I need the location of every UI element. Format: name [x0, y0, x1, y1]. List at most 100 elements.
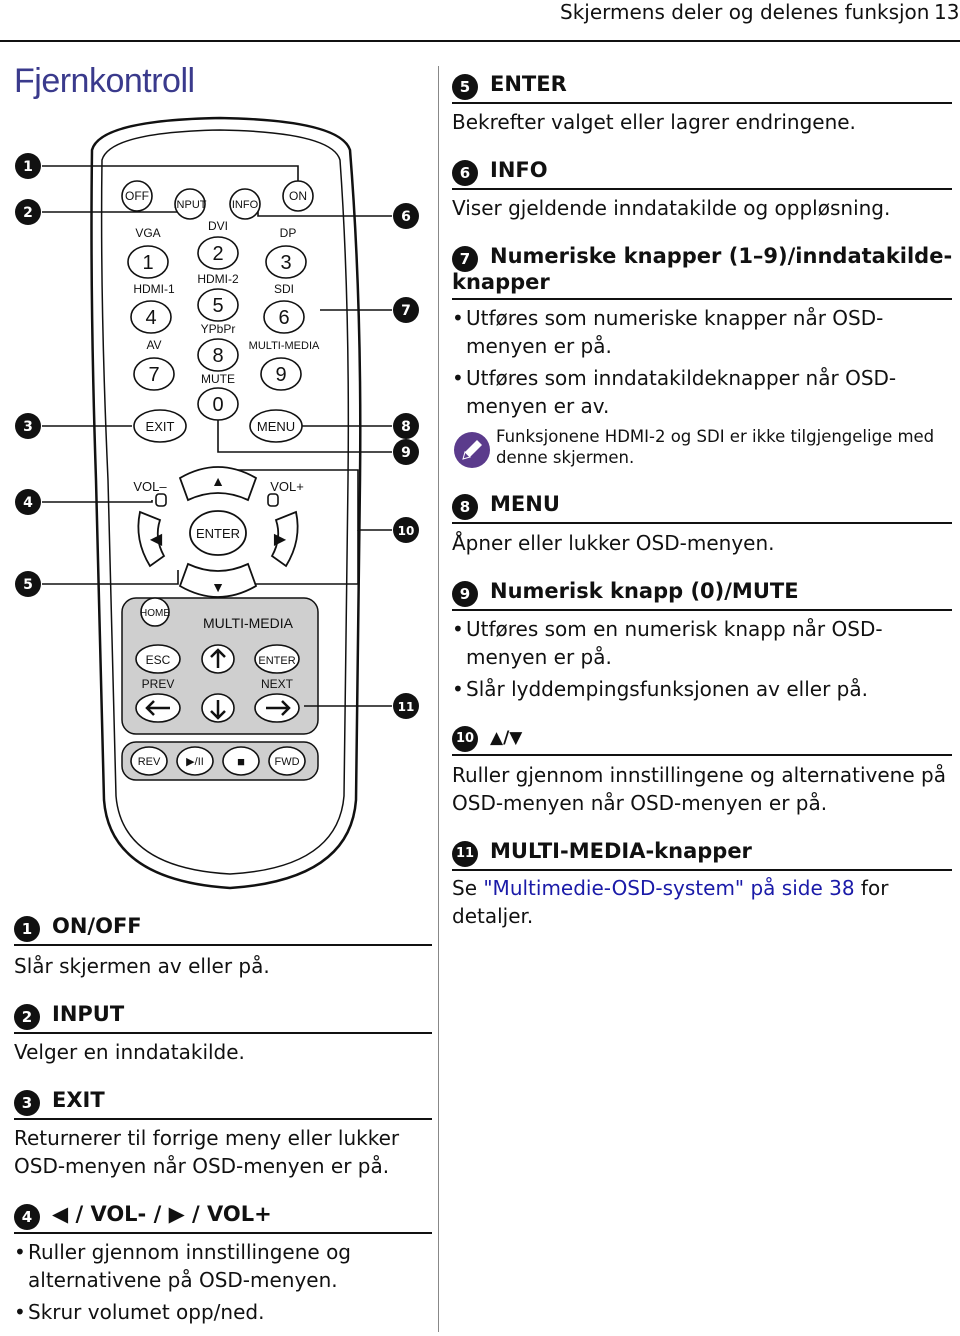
- chapter-title: Skjermens deler og delenes funksjon: [560, 0, 930, 24]
- svg-text:8: 8: [401, 419, 411, 435]
- btn-8: 8: [212, 345, 223, 367]
- item-4-bullet-1: Ruller gjennom innstillingene og: [14, 1238, 351, 1266]
- item-1-heading: 1 ON/OFF: [14, 914, 432, 946]
- btn-down-arrow: ▼: [211, 579, 225, 595]
- item-title: EXIT: [52, 1088, 105, 1112]
- item-title-line2: knapper: [452, 270, 550, 294]
- item-badge: 3: [14, 1090, 40, 1116]
- lbl-av: AV: [146, 338, 161, 352]
- btn-play-pause: ▶/II: [186, 756, 204, 768]
- item-9-bullet-2: Slår lyddempingsfunksjonen av eller på.: [452, 675, 868, 703]
- svg-text:5: 5: [23, 577, 33, 593]
- note-line-1: Funksjonene HDMI-2 og SDI er ikke tilgje…: [496, 427, 935, 446]
- item-badge: 1: [14, 916, 40, 942]
- item-9-bullet-1: Utføres som en numerisk knapp når OSD-: [452, 615, 883, 643]
- item-title: ◀ / VOL- / ▶ / VOL+: [52, 1202, 272, 1226]
- lbl-mute: MUTE: [201, 372, 235, 386]
- multimedia-osd-link[interactable]: "Multimedie-OSD-system" på side 38: [483, 876, 855, 900]
- item-4-bullet-2: Skrur volumet opp/ned.: [14, 1298, 264, 1326]
- btn-rev: REV: [138, 756, 161, 768]
- item-badge: 10: [452, 726, 478, 752]
- item-badge: 6: [452, 160, 478, 186]
- item-title-line1: Numeriske knapper (1–9)/inndatakilde-: [490, 244, 953, 268]
- lbl-multimedia-src: MULTI-MEDIA: [249, 340, 320, 352]
- item-4-heading: 4 ◀ / VOL- / ▶ / VOL+: [14, 1202, 432, 1234]
- lbl-sdi: SDI: [274, 282, 294, 296]
- callout-7: 7: [393, 297, 419, 323]
- svg-text:4: 4: [23, 495, 33, 511]
- callout-8: 8: [393, 413, 419, 439]
- item-3-heading: 3 EXIT: [14, 1088, 432, 1120]
- lbl-dp: DP: [280, 226, 297, 240]
- item-11-text-line2: detaljer.: [452, 904, 534, 928]
- btn-info: INFO: [232, 199, 259, 211]
- btn-left-arrow: ◀: [150, 531, 163, 548]
- item-8-heading: 8 MENU: [452, 492, 952, 524]
- item-3-text-line1: Returnerer til forrige meny eller lukker: [14, 1126, 400, 1150]
- page-number: 13: [934, 0, 960, 24]
- item-title: ENTER: [490, 72, 567, 96]
- btn-enter-mm: ENTER: [258, 655, 295, 667]
- svg-text:3: 3: [23, 419, 33, 435]
- btn-2: 2: [212, 243, 223, 265]
- lbl-prev: PREV: [142, 677, 175, 691]
- svg-text:2: 2: [23, 205, 33, 221]
- item-7-bullet-1-cont: menyen er på.: [466, 334, 612, 358]
- item-11-text-line1: Se "Multimedie-OSD-system" på side 38 fo…: [452, 874, 888, 902]
- btn-exit: EXIT: [146, 419, 175, 434]
- btn-5: 5: [212, 295, 223, 317]
- page-header: Skjermens deler og delenes funksjon 13: [0, 0, 960, 42]
- callout-3: 3: [15, 413, 41, 439]
- item-5-text: Bekrefter valget eller lagrer endringene…: [452, 110, 856, 134]
- lbl-hdmi1: HDMI-1: [133, 282, 175, 296]
- item-title: ON/OFF: [52, 914, 142, 938]
- item-9-bullet-1-cont: menyen er på.: [466, 645, 612, 669]
- item-2-heading: 2 INPUT: [14, 1002, 432, 1034]
- btn-on: ON: [289, 189, 307, 203]
- callout-11: 11: [393, 693, 419, 719]
- callout-5: 5: [15, 571, 41, 597]
- btn-7: 7: [148, 364, 159, 386]
- btn-1: 1: [142, 252, 153, 274]
- item-title: ▲/▼: [490, 728, 523, 748]
- note-line-2: denne skjermen.: [496, 448, 635, 467]
- header-rule: [0, 40, 960, 42]
- btn-right-arrow: ▶: [274, 531, 287, 548]
- arrow-up-icon: [210, 648, 226, 668]
- item-11-suffix: for: [854, 876, 889, 900]
- item-2-text: Velger en inndatakilde.: [14, 1040, 245, 1064]
- btn-fwd: FWD: [274, 756, 299, 768]
- item-title: MULTI-MEDIA-knapper: [490, 839, 752, 863]
- btn-9: 9: [275, 364, 286, 386]
- callout-2: 2: [15, 199, 41, 225]
- btn-home: HOME: [140, 608, 170, 619]
- callout-6: 6: [393, 203, 419, 229]
- item-badge: 7: [452, 246, 478, 272]
- lbl-hdmi2: HDMI-2: [197, 272, 239, 286]
- arrow-right-icon: [266, 700, 291, 716]
- lbl-ypbpr: YPbPr: [201, 322, 236, 336]
- item-1-text: Slår skjermen av eller på.: [14, 954, 270, 978]
- btn-enter: ENTER: [196, 526, 240, 541]
- item-badge: 2: [14, 1004, 40, 1030]
- lbl-vga: VGA: [135, 226, 160, 240]
- svg-text:10: 10: [398, 524, 415, 538]
- btn-4: 4: [145, 307, 156, 329]
- svg-text:7: 7: [401, 303, 411, 319]
- lbl-multimedia: MULTI-MEDIA: [203, 615, 294, 631]
- btn-esc: ESC: [146, 653, 171, 667]
- item-7-heading: 7 Numeriske knapper (1–9)/inndatakilde- …: [452, 244, 952, 300]
- btn-up-arrow: ▲: [211, 473, 225, 489]
- item-4-bullet-1-cont: alternativene på OSD-menyen.: [28, 1268, 338, 1292]
- item-badge: 8: [452, 494, 478, 520]
- btn-input: INPUT: [174, 199, 207, 211]
- btn-6: 6: [278, 307, 289, 329]
- item-9-heading: 9 Numerisk knapp (0)/MUTE: [452, 579, 952, 611]
- callout-10: 10: [393, 517, 419, 543]
- svg-text:9: 9: [401, 445, 411, 461]
- item-title: MENU: [490, 492, 560, 516]
- item-6-text: Viser gjeldende inndatakilde og oppløsni…: [452, 196, 891, 220]
- item-7-bullet-2: Utføres som inndatakildeknapper når OSD-: [452, 364, 896, 392]
- item-title: INFO: [490, 158, 548, 182]
- item-6-heading: 6 INFO: [452, 158, 952, 190]
